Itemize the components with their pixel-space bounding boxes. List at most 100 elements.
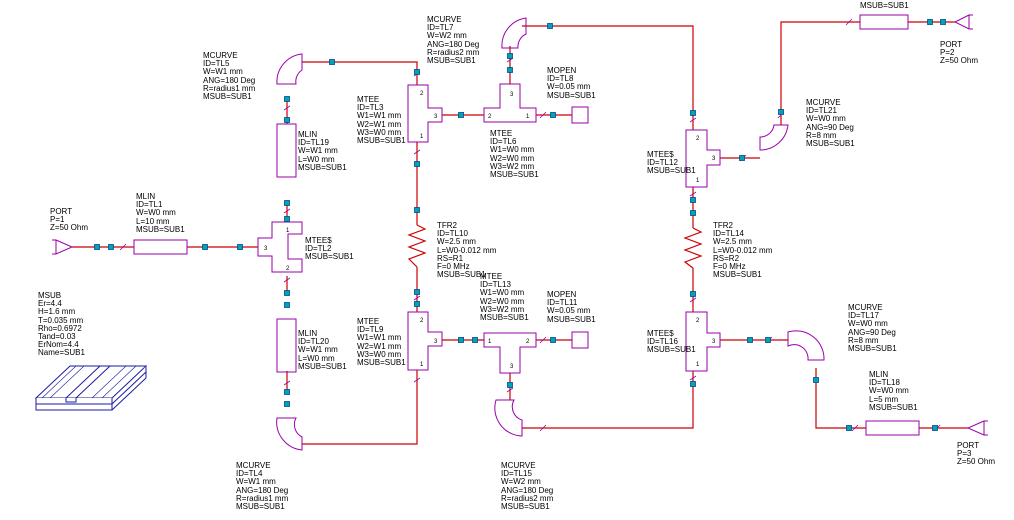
mlin-tl18-line: L=5 mm (869, 394, 899, 404)
mlin-tl18-symbol[interactable] (865, 420, 920, 436)
mlin-tl19-symbol[interactable] (276, 123, 297, 178)
wire (302, 61, 418, 85)
port-p3-line: PORT (957, 441, 980, 450)
mtee-tl9-line: W2=W1 mm (357, 341, 402, 351)
port-p1-line: P=1 (50, 215, 65, 225)
mtee-tl13-line: MTEE (480, 272, 503, 281)
mcurve-tl21-line: ANG=90 Deg (806, 122, 854, 132)
msub-sub1-line: H=1.6 mm (38, 307, 76, 317)
mcurve-tl15-line: ID=TL15 (501, 469, 532, 479)
tfr2-tl10-line: TFR2 (437, 221, 457, 230)
svg-text:2: 2 (696, 318, 700, 324)
tfr2-tl10-symbol[interactable] (407, 224, 427, 268)
mcurve-tl17-symbol[interactable] (787, 330, 825, 361)
msub-sub1-line: Tand=0.03 (38, 332, 76, 342)
svg-text:2: 2 (488, 114, 492, 120)
mtee-tl9-symbol[interactable] (407, 311, 443, 371)
tfr2-tl14-symbol[interactable] (683, 227, 703, 269)
svg-text:3: 3 (510, 364, 514, 370)
port-p2-symbol[interactable] (953, 14, 973, 30)
svg-text:2: 2 (286, 266, 290, 272)
mcurve-tl4-line: MSUB=SUB1 (236, 502, 285, 512)
mcurve-tl15-line: W=W2 mm (501, 477, 541, 487)
mcurve-tl4-line: MCURVE (236, 461, 271, 470)
mlin-tl20-line: W=W1 mm (298, 345, 338, 355)
mlin-tl18-line: ID=TL18 (869, 378, 900, 388)
mtee-tl9-line: MTEE (357, 317, 380, 326)
mcurve-tl17-line: ANG=90 Deg (848, 327, 896, 337)
mcurve-tl5-line: MCURVE (203, 51, 238, 60)
mlin-tl20-line: MLIN (298, 329, 318, 338)
mcurve-tl5-symbol[interactable] (276, 53, 303, 85)
mlin-tl1-symbol[interactable] (133, 239, 188, 255)
mtee-tl12-line: MTEE$ (647, 150, 674, 159)
msub-sub1-line: Er=4.4 (38, 299, 62, 309)
mopen-tl8-line: MSUB=SUB1 (547, 90, 596, 100)
mtee-tl12-symbol[interactable] (685, 129, 721, 188)
mtee-tl12-line: MSUB=SUB1 (647, 166, 696, 176)
port-p2-line: PORT (940, 40, 963, 49)
mtee-tl13-line: MSUB=SUB1 (480, 313, 529, 323)
mcurve-tl15-symbol[interactable] (494, 399, 523, 437)
mtee-tl3-line: ID=TL3 (357, 103, 384, 113)
mcurve-tl17-line: ID=TL17 (848, 311, 879, 321)
mlin-tl19-line: MSUB=SUB1 (298, 162, 347, 172)
mcurve-tl4-symbol[interactable] (276, 417, 303, 451)
mlin-tl1-line: MLIN (136, 192, 156, 201)
mcurve-tl21-symbol[interactable] (759, 124, 789, 151)
svg-text:2: 2 (696, 136, 700, 142)
tfr2-tl14-line: W=2.5 mm (713, 237, 752, 247)
port-p3-line: P=3 (957, 449, 972, 459)
mcurve-tl7-line: ID=TL7 (427, 23, 454, 33)
wire (780, 21, 860, 98)
tfr2-tl10-line: W=2.5 mm (437, 237, 476, 247)
port-p1-symbol[interactable] (52, 239, 74, 255)
mopen-tl11-symbol[interactable] (571, 331, 589, 349)
tfr2-tl14-line: F=0 MHz (713, 262, 746, 272)
tfr2-tl14-line: ID=TL14 (713, 229, 744, 239)
mlin-top-symbol[interactable] (859, 14, 909, 30)
mtee-tl16-line: MTEE$ (647, 329, 674, 338)
svg-text:1: 1 (420, 362, 424, 368)
svg-text:3: 3 (712, 156, 716, 162)
mcurve-tl21-line: MSUB=SUB1 (806, 139, 855, 149)
mopen-tl8-line: W=0.05 mm (547, 82, 591, 92)
mtee-tl9-line: W1=W1 mm (357, 333, 402, 343)
mopen-tl8-symbol[interactable] (571, 106, 589, 124)
mtee-tl6-line: W1=W0 mm (490, 145, 535, 155)
mtee-tl2-symbol[interactable] (257, 221, 303, 273)
mtee-tl2-line: MSUB=SUB1 (305, 252, 354, 262)
mtee-tl16-symbol[interactable] (685, 311, 721, 372)
mcurve-tl21-line: MCURVE (806, 98, 841, 107)
mcurve-tl7-line: R=radius2 mm (427, 47, 480, 57)
mtee-tl2-line: ID=TL2 (305, 244, 332, 254)
port-p2-line: Z=50 Ohm (940, 56, 979, 66)
mtee-tl6-symbol[interactable] (483, 83, 537, 123)
mcurve-tl21-line: R=8 mm (806, 130, 837, 140)
mcurve-tl17-line: W=W0 mm (848, 319, 888, 329)
mtee-tl13-line: ID=TL13 (480, 280, 511, 290)
mopen-tl11-line: MOPEN (547, 290, 577, 299)
mtee-tl3-symbol[interactable] (407, 84, 443, 143)
mtee-tl13-symbol[interactable] (483, 332, 537, 374)
mlin-tl20-symbol[interactable] (276, 318, 297, 373)
mopen-tl11-line: MSUB=SUB1 (547, 314, 596, 324)
mcurve-tl7-line: ANG=180 Deg (427, 39, 480, 49)
mtee-tl9-line: MSUB=SUB1 (357, 358, 406, 368)
port-p3-symbol[interactable] (966, 420, 988, 436)
mlin-tl20-line: L=W0 mm (298, 353, 335, 363)
mcurve-tl17-line: MCURVE (848, 303, 883, 312)
mcurve-tl15-line: MCURVE (501, 461, 536, 470)
mcurve-tl7-symbol[interactable] (501, 17, 527, 49)
tfr2-tl10-line: L=W0-0.012 mm (437, 245, 497, 255)
mtee-tl16-line: MSUB=SUB1 (647, 345, 696, 355)
